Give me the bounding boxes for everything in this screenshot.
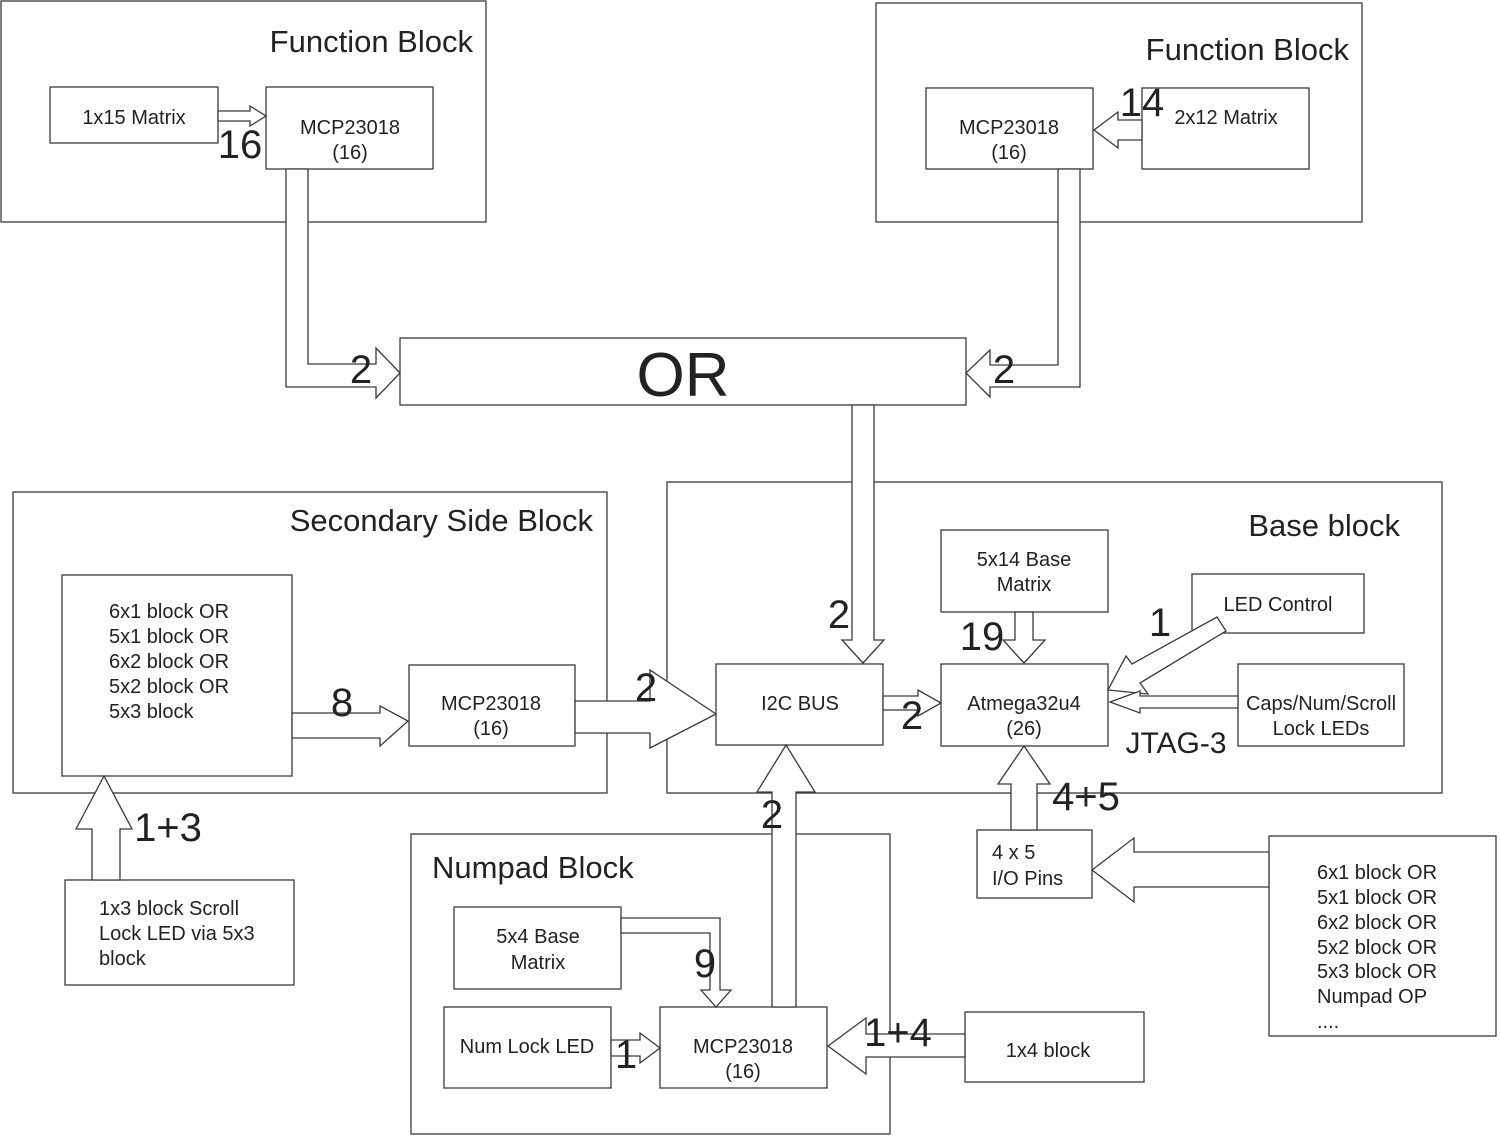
label-14: 14: [1120, 81, 1165, 125]
lock-leds-line-2: Lock LEDs: [1273, 718, 1370, 740]
numpad-matrix-box: [453, 906, 622, 990]
arrow-1x4-to-mcp: [826, 1016, 966, 1076]
arrow-led-control-to-atmega: [1106, 616, 1227, 695]
matrix-2x12-label: 2x12 Matrix: [1174, 107, 1277, 129]
lock-leds-box: [1237, 663, 1405, 747]
ext-list-item-7: ....: [1317, 1011, 1339, 1033]
block-1x4-label: 1x4 block: [1006, 1040, 1091, 1062]
mcp-left-box: [265, 86, 434, 170]
mcp-secondary-box: [408, 664, 576, 747]
num-lock-led-box: [443, 1006, 612, 1089]
label-jtag: JTAG-3: [1125, 727, 1226, 760]
atmega-line-1: Atmega32u4: [967, 693, 1080, 715]
atmega-line-2: (26): [1006, 718, 1042, 740]
scroll-block-box: [64, 879, 295, 986]
numpad-matrix-line-2: Matrix: [511, 952, 565, 974]
label-or-down: 2: [828, 593, 850, 637]
arrow-mcp-right-to-or: [965, 168, 1081, 399]
label-or-right: 2: [993, 348, 1015, 392]
or-gate-box: [399, 337, 967, 406]
arrow-base-matrix-to-atmega: [1001, 611, 1047, 664]
i2c-bus-label: I2C BUS: [761, 693, 839, 715]
label-led-in: 1: [1149, 601, 1171, 645]
base-matrix-line-2: Matrix: [997, 574, 1051, 596]
matrix-1x15-box: [49, 86, 219, 144]
ext-list-box: [1268, 835, 1497, 1037]
arrow-scroll-to-secondary: [74, 774, 134, 881]
ext-list-item-3: 6x2 block OR: [1317, 912, 1437, 934]
scroll-block-line-1: 1x3 block Scroll: [99, 898, 239, 920]
io-pins-line-2: I/O Pins: [992, 868, 1063, 890]
matrix-2x12-box: [1141, 87, 1310, 170]
ext-list-item-2: 5x1 block OR: [1317, 887, 1437, 909]
label-scroll-up: 1+3: [134, 806, 202, 850]
secondary-list-box: [61, 574, 293, 777]
secondary-list-item-5: 5x3 block: [109, 701, 194, 723]
arrow-secondary-list-to-mcp: [291, 704, 410, 748]
ext-list-item-1: 6x1 block OR: [1317, 862, 1437, 884]
base-matrix-line-1: 5x14 Base: [977, 549, 1072, 571]
mcp-left-label-2: (16): [332, 142, 368, 164]
arrow-ext-list-to-io: [1090, 836, 1270, 904]
label-16: 16: [218, 123, 263, 167]
secondary-list-item-1: 6x1 block OR: [109, 601, 229, 623]
arrow-1x15-to-mcp: [217, 104, 268, 128]
label-block-1x4-in: 1+4: [864, 1011, 932, 1055]
ext-list-item-5: 5x3 block OR: [1317, 961, 1437, 983]
scroll-block-line-3: block: [99, 948, 147, 970]
atmega-box: [940, 663, 1109, 747]
function-block-right-title: Function Block: [1146, 32, 1350, 67]
label-io-up: 4+5: [1052, 775, 1120, 819]
arrow-io-to-atmega: [996, 744, 1052, 831]
label-secondary-in: 8: [331, 681, 353, 725]
matrix-1x15-label: 1x15 Matrix: [82, 107, 185, 129]
or-gate-label: OR: [637, 341, 730, 410]
arrow-i2c-to-atmega: [882, 688, 943, 718]
mcp-right-label-1: MCP23018: [959, 117, 1059, 139]
secondary-list-item-3: 6x2 block OR: [109, 651, 229, 673]
secondary-side-block-title: Secondary Side Block: [290, 503, 594, 538]
scroll-block-line-2: Lock LED via 5x3: [99, 923, 255, 945]
i2c-bus-box: [715, 663, 884, 746]
label-secondary-out: 2: [635, 666, 657, 710]
function-block-left-title: Function Block: [270, 24, 474, 59]
label-base-to-atmega: 19: [960, 615, 1005, 659]
label-numpad-matrix-in: 9: [694, 942, 716, 986]
num-lock-led-label: Num Lock LED: [460, 1036, 595, 1058]
mcp-numpad-box: [659, 1006, 828, 1089]
arrow-numpad-mcp-to-i2c: [755, 743, 817, 1008]
ext-list-item-4: 5x2 block OR: [1317, 937, 1437, 959]
mcp-secondary-label-1: MCP23018: [441, 693, 541, 715]
arrow-numpad-matrix-to-mcp: [620, 917, 733, 1008]
label-or-left: 2: [350, 348, 372, 392]
label-i2c-atmega: 2: [901, 694, 923, 738]
secondary-list-item-2: 5x1 block OR: [109, 626, 229, 648]
lock-leds-line-1: Caps/Num/Scroll: [1246, 693, 1396, 715]
base-block-title: Base block: [1248, 508, 1400, 543]
mcp-secondary-label-2: (16): [473, 718, 509, 740]
label-numpad-up: 2: [761, 793, 783, 837]
secondary-list-item-4: 5x2 block OR: [109, 676, 229, 698]
arrow-mcp-left-to-or: [285, 168, 401, 400]
ext-list-item-6: Numpad OP: [1317, 986, 1427, 1008]
mcp-right-label-2: (16): [991, 142, 1027, 164]
base-matrix-box: [940, 529, 1109, 613]
numpad-matrix-line-1: 5x4 Base: [496, 926, 579, 948]
block-1x4-box: [964, 1011, 1145, 1083]
mcp-numpad-line-1: MCP23018: [693, 1036, 793, 1058]
mcp-numpad-line-2: (16): [725, 1061, 761, 1083]
arrow-2x12-to-mcp: [1092, 110, 1143, 150]
arrow-numlock-to-mcp: [610, 1031, 662, 1065]
label-numlock-in: 1: [615, 1033, 637, 1077]
numpad-block-title: Numpad Block: [432, 850, 634, 885]
mcp-right-box: [925, 87, 1094, 170]
arrow-mcp-secondary-to-i2c: [574, 668, 718, 750]
io-pins-line-1: 4 x 5: [992, 842, 1035, 864]
mcp-left-label-1: MCP23018: [300, 117, 400, 139]
arrow-or-to-i2c: [840, 404, 886, 664]
io-pins-box: [976, 829, 1093, 899]
led-control-label: LED Control: [1224, 594, 1333, 616]
arrow-lock-leds-to-atmega: [1108, 690, 1239, 714]
